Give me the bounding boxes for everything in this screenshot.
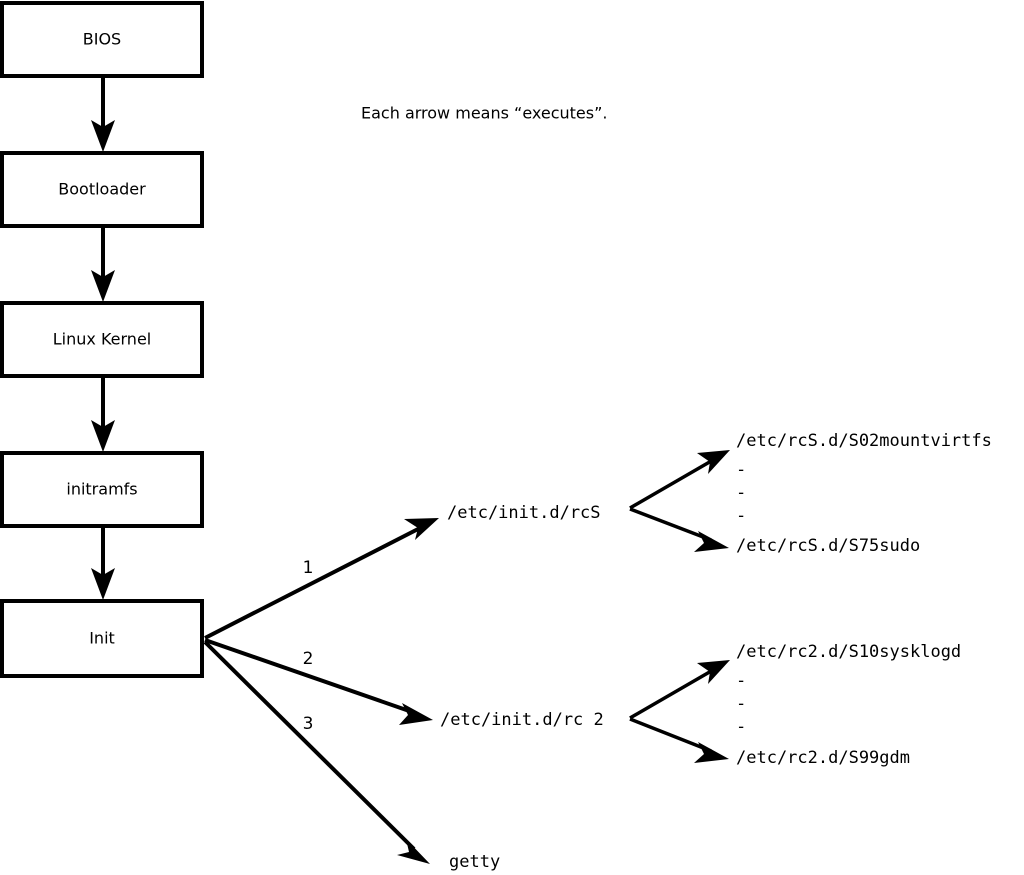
node-init[interactable]: Init <box>0 599 204 678</box>
arrow-init-branch-2 <box>204 638 433 725</box>
arrow-rc2-to-first-script <box>629 660 730 720</box>
arrow-init-branch-1 <box>204 518 439 640</box>
rcs-ellipsis-1: - <box>736 460 746 480</box>
node-linux-kernel-label: Linux Kernel <box>53 330 151 349</box>
rc2-script-first: /etc/rc2.d/S10sysklogd <box>736 642 961 662</box>
node-initramfs-label: initramfs <box>66 480 137 499</box>
arrow-initramfs-to-init <box>91 526 115 600</box>
rc2-ellipsis-2: - <box>736 694 746 714</box>
node-init-rect <box>0 599 204 678</box>
node-init-label: Init <box>89 629 115 648</box>
node-bios[interactable]: BIOS <box>0 1 204 78</box>
branch-label-getty: getty <box>449 852 500 872</box>
arrow-rcs-to-last-script <box>629 507 729 552</box>
node-bootloader[interactable]: Bootloader <box>0 151 204 228</box>
rc2-ellipsis-3: - <box>736 717 746 737</box>
rcs-ellipsis-3: - <box>736 506 746 526</box>
branch-label-rcs: /etc/init.d/rcS <box>447 503 601 523</box>
node-linux-kernel[interactable]: Linux Kernel <box>0 301 204 378</box>
arrow-kernel-to-initramfs <box>91 376 115 452</box>
rcs-script-last: /etc/rcS.d/S75sudo <box>736 536 920 556</box>
rc2-ellipsis-1: - <box>736 671 746 691</box>
arrow-init-branch-3 <box>203 640 430 864</box>
diagram-caption: Each arrow means “executes”. <box>361 104 607 123</box>
node-initramfs[interactable]: initramfs <box>0 451 204 528</box>
branch-label-rc2: /etc/init.d/rc 2 <box>440 710 604 730</box>
rcs-script-first: /etc/rcS.d/S02mountvirtfs <box>736 431 992 451</box>
arrow-bootloader-to-kernel <box>91 226 115 302</box>
arrow-rc2-to-last-script <box>629 717 729 763</box>
branch-number-1: 1 <box>303 558 314 578</box>
branch-number-2: 2 <box>303 649 314 669</box>
rcs-ellipsis-2: - <box>736 483 746 503</box>
node-bios-rect <box>0 1 204 78</box>
rc2-script-last: /etc/rc2.d/S99gdm <box>736 748 910 768</box>
branch-number-3: 3 <box>303 714 314 734</box>
arrow-rcs-to-first-script <box>629 450 730 510</box>
arrow-bios-to-bootloader <box>91 76 115 152</box>
node-initramfs-rect <box>0 451 204 528</box>
node-bootloader-label: Bootloader <box>58 180 146 199</box>
node-bios-label: BIOS <box>83 30 121 49</box>
